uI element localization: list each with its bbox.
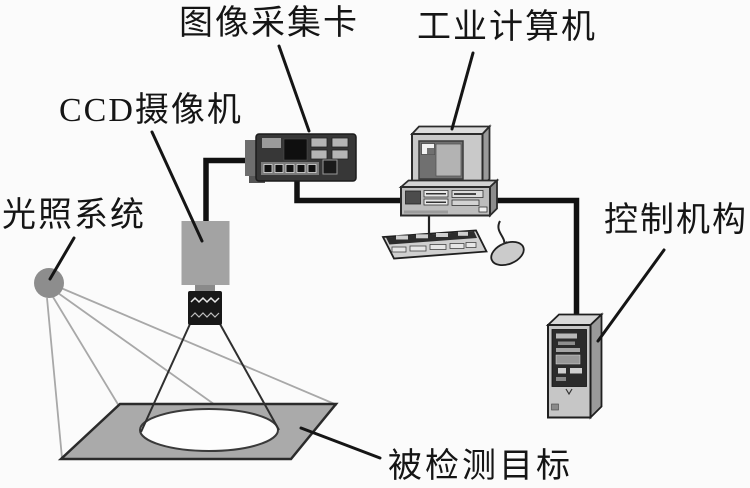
light-rays <box>46 287 338 459</box>
illuminated-area <box>139 408 279 452</box>
label-ccd-camera: CCD摄像机 <box>59 92 243 129</box>
ccd-camera <box>181 221 230 325</box>
label-industrial-computer: 工业计算机 <box>417 9 597 46</box>
light-source <box>34 268 64 298</box>
image-capture-card <box>245 133 357 183</box>
camera-view-cone <box>140 323 280 433</box>
computer-case <box>398 178 500 218</box>
cable-mouse <box>497 220 506 247</box>
card-chip <box>283 138 308 161</box>
camera-lens <box>188 291 222 325</box>
cable-camera-to-card <box>203 157 253 226</box>
label-image-capture-card: 图像采集卡 <box>179 5 359 42</box>
monitor <box>409 124 492 189</box>
control-mechanism-tower <box>545 312 604 420</box>
leader-image-capture-card <box>277 44 311 133</box>
keyboard <box>381 229 488 260</box>
leader-ccd-camera <box>150 130 204 243</box>
industrial-computer <box>381 124 525 267</box>
leader-lighting-system <box>48 236 76 281</box>
target-plane <box>57 402 339 461</box>
lens-thread-bottom <box>190 312 220 318</box>
leader-inspection-target <box>299 426 382 460</box>
leader-control-mechanism <box>596 248 666 343</box>
label-control-mechanism: 控制机构 <box>604 202 748 239</box>
mouse <box>490 240 525 267</box>
card-connector-row <box>263 164 317 173</box>
label-lighting-system: 光照系统 <box>2 197 146 234</box>
camera-body <box>181 221 230 285</box>
camera-neck <box>195 285 215 291</box>
leader-industrial-computer <box>450 51 475 131</box>
card-ports <box>310 137 349 160</box>
lens-thread-top <box>190 296 220 304</box>
label-inspection-target: 被检测目标 <box>388 448 573 485</box>
leader-lines <box>48 44 666 460</box>
